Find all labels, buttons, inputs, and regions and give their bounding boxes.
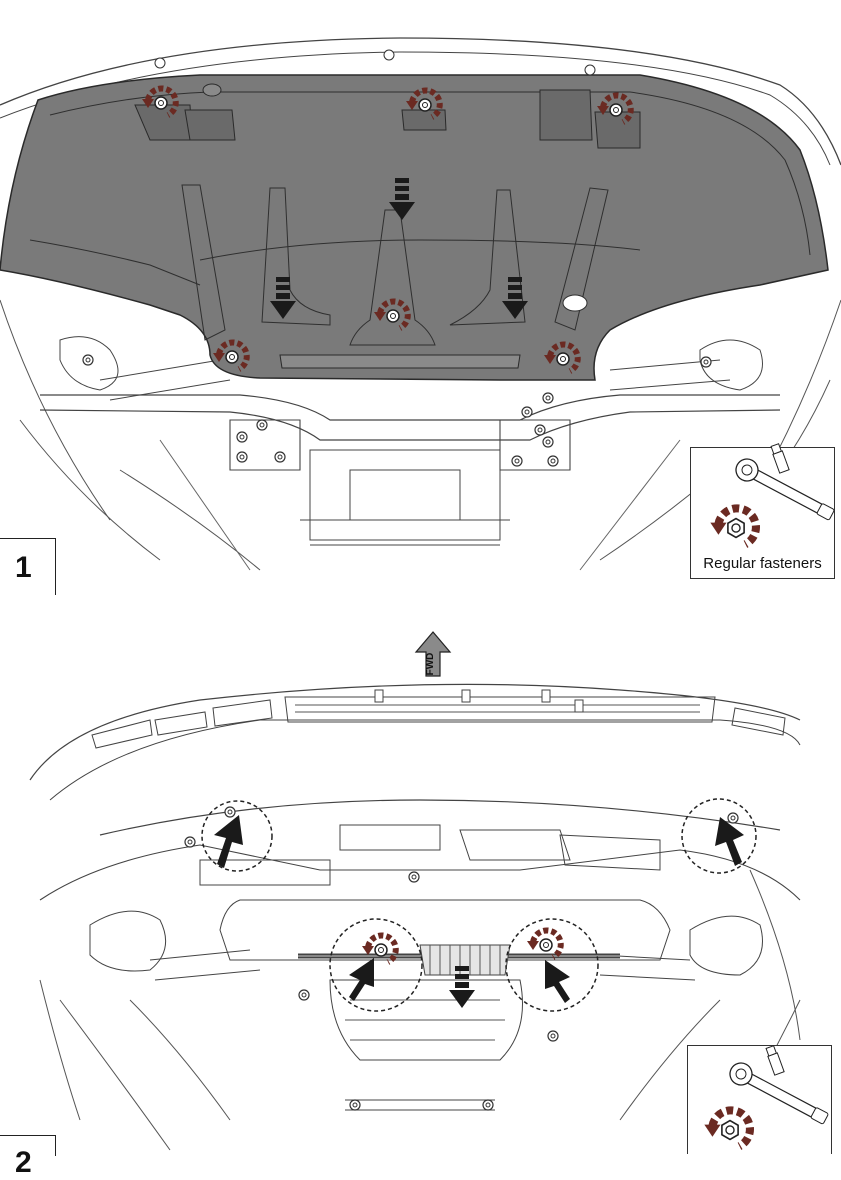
installation-diagram: FWD — [0, 37, 841, 1151]
legend-regular-fasteners: Regular fasteners — [690, 443, 835, 579]
step1-number: 1 — [15, 551, 32, 584]
step1-marker: 1 — [0, 538, 56, 595]
push-arrow-icon — [715, 817, 744, 866]
push-arrow-icon — [349, 958, 374, 1001]
legend-fasteners-step2 — [687, 1045, 832, 1154]
nut-rotate-icon — [710, 504, 760, 548]
legend-label: Regular fasteners — [703, 555, 822, 572]
ratchet-wrench-icon — [735, 443, 835, 521]
step2-marker: 2 — [0, 1135, 56, 1179]
highlight-circle — [681, 798, 757, 874]
nut-rotate-icon — [704, 1106, 754, 1150]
splash-shield — [0, 74, 829, 381]
step2-number: 2 — [15, 1146, 32, 1179]
fwd-label: FWD — [425, 653, 436, 676]
push-arrow-icon — [214, 815, 243, 868]
step1-illustration — [0, 37, 841, 571]
rotate-fastener-icon — [527, 930, 561, 957]
fwd-arrow-icon: FWD — [414, 631, 452, 677]
highlight-circle — [505, 918, 599, 1012]
push-arrow-icon — [545, 960, 570, 1003]
highlight-circle — [329, 918, 423, 1012]
highlight-circle — [201, 800, 273, 872]
ratchet-wrench-icon — [729, 1045, 829, 1125]
step2-illustration: FWD — [29, 631, 801, 1151]
